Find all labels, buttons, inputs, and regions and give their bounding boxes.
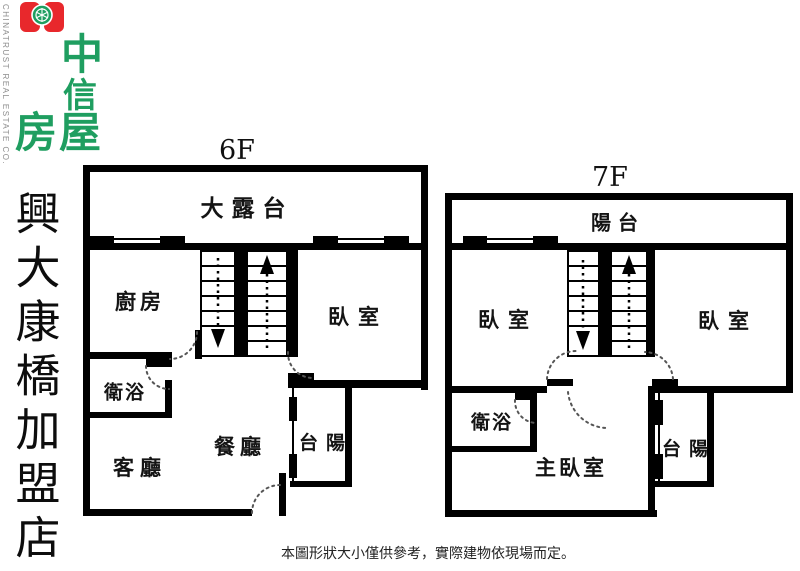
stair-treads [248,252,286,355]
stair-divider-wall [600,250,610,357]
company-name-vertical: CHINATRUST REAL ESTATE CO. [1,4,10,166]
door-arc [567,391,609,430]
floor-6f-title: 6F [219,135,255,166]
wall-segment [345,388,352,487]
door-jamb [547,379,573,386]
stair-divider-wall [236,250,246,357]
wall-segment [165,380,172,418]
wall-segment [648,386,655,517]
wall-segment [445,193,793,200]
logo-red-left [20,2,40,32]
room-label-terrace: 大露台 [200,196,294,222]
room-label-living: 客廳 [113,456,167,480]
logo-globe [31,4,53,26]
room-label-balcony-right: 陽台 [659,438,708,462]
wall-segment [707,393,714,487]
window-cap [313,236,338,243]
logo-char-wu: 屋 [59,108,102,157]
wall-segment [445,386,547,393]
wall-segment [83,412,171,418]
logo-char-zhong: 中 [61,30,104,79]
window-cap [90,236,114,243]
window-cap [289,397,297,421]
stair-treads [202,252,234,338]
wall-segment [83,243,428,250]
wall-segment [445,243,793,250]
logo-red-right [44,2,64,32]
stair-treads [612,252,646,355]
window-line [93,238,183,240]
disclaimer-text: 本圖形狀大小僅供參考，實際建物依現場而定。 [281,546,575,562]
wall-segment [288,380,428,388]
room-label-bath: 衛浴 [103,381,147,404]
wall-segment [83,165,90,516]
logo-char-fang: 房 [15,108,58,157]
window-cap [289,454,297,478]
wall-segment [786,193,793,393]
door-jamb [652,379,678,386]
wall-segment [83,165,428,172]
room-label-bedroom-left: 臥室 [478,308,538,332]
door-jamb [288,373,314,380]
room-label-master-bedroom: 主臥室 [535,456,607,480]
stair-flight-down [200,250,236,357]
window-line [292,388,294,487]
window-line [658,393,660,487]
stair-flight-down [567,250,600,357]
wall-segment [279,473,286,516]
logo-globe-lattice [35,8,49,22]
window-cap [655,454,663,479]
floor-7f-title: 7F [592,162,628,193]
door-arc [251,484,281,514]
floor-7f-annotations [513,255,674,430]
door-jamb [515,393,537,400]
wall-segment [655,481,714,487]
door-arc [169,331,198,360]
store-name-vertical: 興大康橋加盟店 [7,190,61,568]
room-label-balcony: 陽台 [296,432,345,456]
stair-side-wall [648,250,655,357]
room-label-balcony-top: 陽台 [591,210,645,235]
logo-globe-ring [35,8,49,22]
room-label-bedroom: 臥室 [328,305,388,329]
wall-segment [445,193,452,517]
stair-side-wall [288,250,298,357]
room-label-kitchen: 廚房 [115,290,165,314]
wall-segment [83,509,252,516]
wall-segment [530,400,537,452]
stair-flight-up [610,250,648,357]
window-cap [384,236,409,243]
room-label-bedroom-right: 臥室 [698,309,758,333]
wall-segment [421,165,428,390]
wall-segment [652,386,793,393]
stair-treads [569,252,598,338]
room-label-bath: 衛浴 [470,411,514,434]
wall-segment [83,352,172,359]
stair-flight-up [246,250,288,357]
wall-segment [445,446,537,452]
room-label-dining: 餐廳 [214,435,266,459]
logo-char-xin: 信 [63,76,97,116]
chinatrust-logo-icon [20,2,64,32]
window-cap [533,236,558,243]
window-cap [463,236,487,243]
window-cap [655,400,663,425]
window-line [316,238,406,240]
wall-stub [195,330,202,359]
wall-segment [445,510,657,517]
door-jamb [146,359,172,367]
wall-segment [290,481,352,487]
window-cap [160,236,185,243]
window-line [465,238,557,240]
